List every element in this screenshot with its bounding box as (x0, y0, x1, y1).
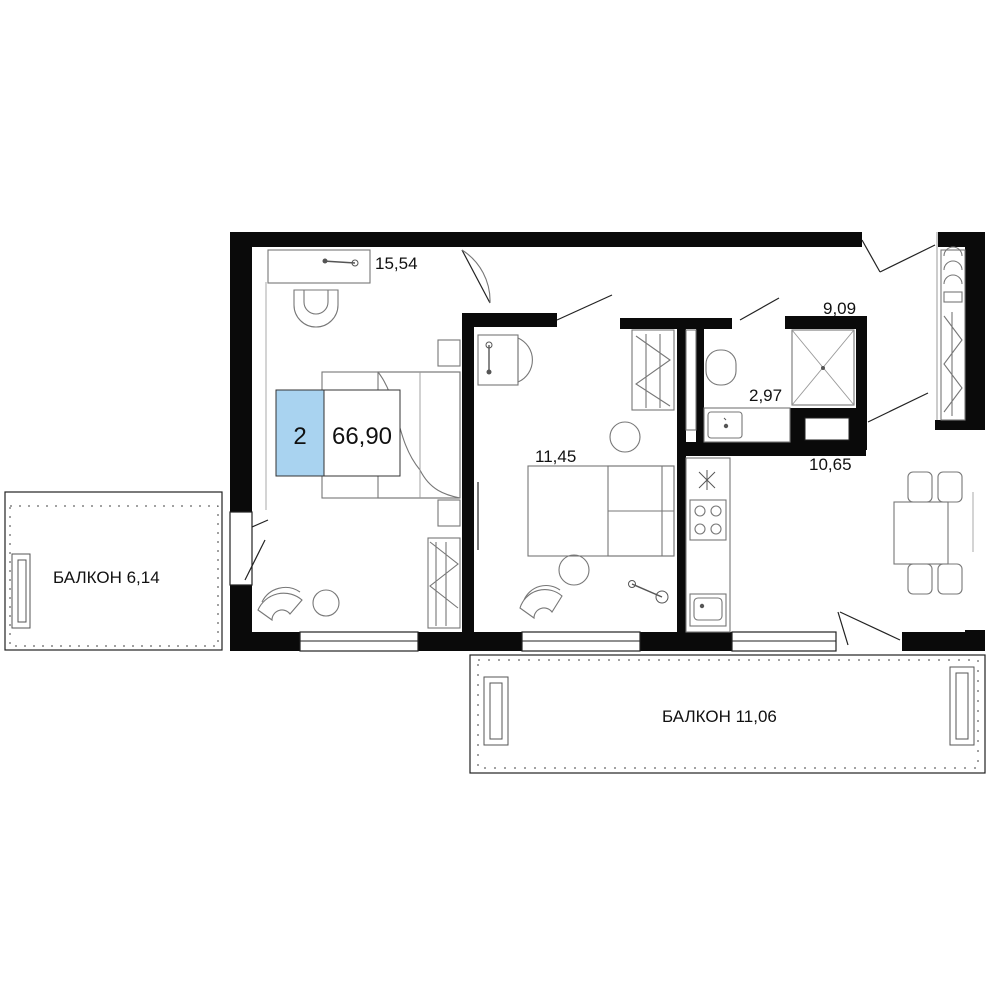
bathroom-fixtures (685, 329, 855, 443)
kitchen-fixtures (685, 457, 974, 633)
hall-area: 10,65 (809, 455, 852, 474)
room2-furniture (477, 329, 675, 620)
walls (230, 232, 985, 651)
labels: 2 66,90 15,54 9,09 2,97 10,65 11,45 БАЛК… (53, 254, 856, 726)
bottom-balcony-label: БАЛКОН 11,06 (662, 707, 777, 726)
rooms-count: 2 (293, 423, 306, 450)
left-balcony (4, 491, 223, 651)
total-area-box (323, 389, 401, 477)
kitchen-living-area: 9,09 (823, 299, 856, 318)
left-balcony-label: БАЛКОН 6,14 (53, 568, 160, 587)
doors (244, 239, 936, 646)
total-area: 66,90 (332, 423, 392, 450)
second-room-area: 11,45 (535, 447, 576, 466)
bedroom-area: 15,54 (375, 254, 418, 273)
bottom-balcony (469, 654, 986, 774)
bathroom-area: 2,97 (749, 386, 782, 405)
windows (229, 511, 837, 652)
hall-wardrobe (936, 232, 966, 421)
rooms-badge (275, 389, 325, 477)
